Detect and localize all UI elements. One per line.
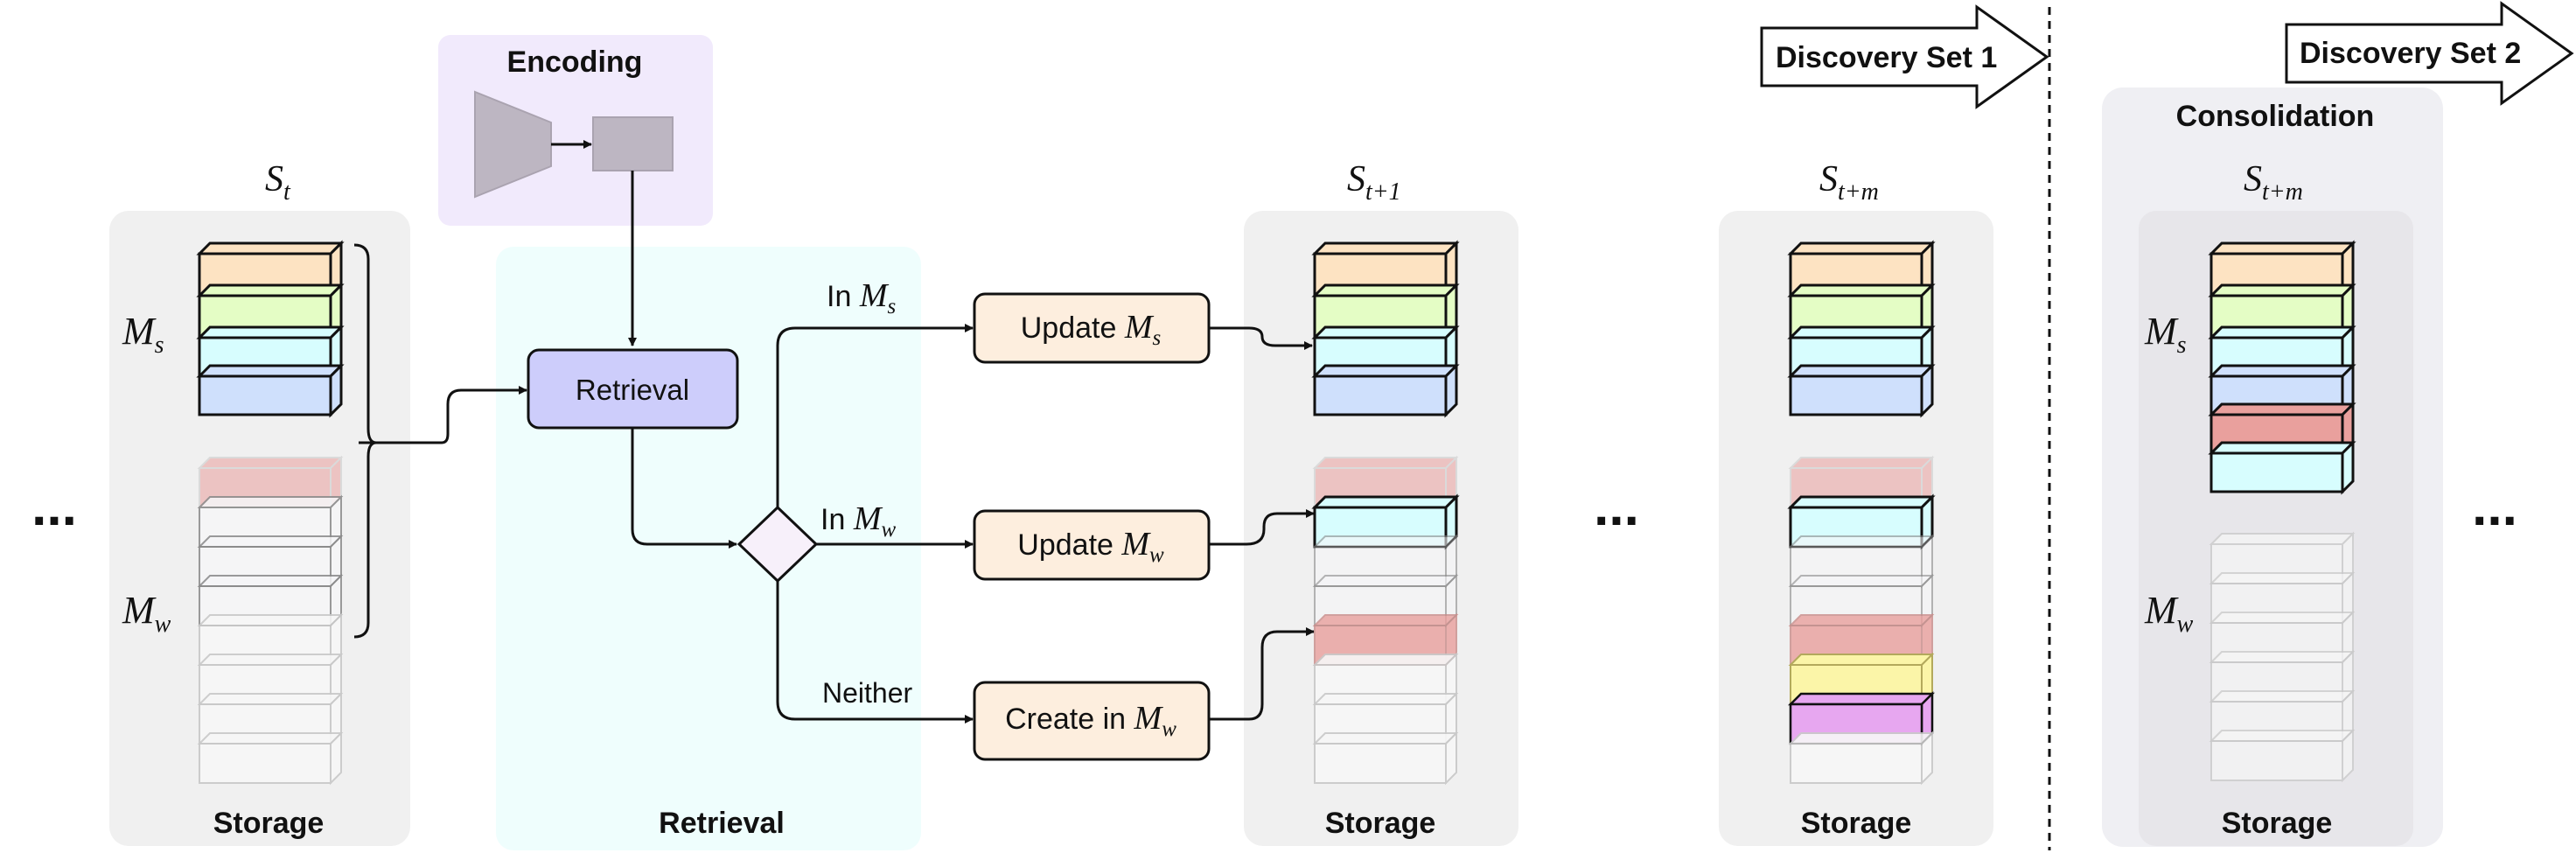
retrieval-button-label: Retrieval [576, 374, 689, 406]
ellipsis-middle: ... [1594, 477, 1639, 537]
label-mw-left: Mw [122, 589, 171, 638]
storage-label-stm: Storage [1801, 807, 1912, 840]
retrieval-region-label: Retrieval [659, 807, 785, 840]
discovery-set-1-label: Discovery Set 1 [1776, 41, 1997, 74]
st-to-retrieval-arrow [359, 386, 527, 444]
create-mw-button[interactable] [973, 681, 1211, 761]
label-mw-consolidated: Mw [2144, 589, 2194, 638]
update-ms-to-stack-arrow [1209, 326, 1313, 350]
discovery-set-2-label: Discovery Set 2 [2300, 37, 2521, 70]
heading-stm: St+m [1819, 159, 1879, 206]
decision-diamond[interactable] [736, 505, 819, 584]
update-ms-button[interactable] [973, 292, 1211, 364]
storage-label-consolidated: Storage [2222, 807, 2333, 840]
encoder-trapezoid [474, 90, 552, 199]
retrieval-button[interactable] [527, 348, 739, 430]
branch-label-neither: Neither [822, 677, 913, 709]
create-mw-label: Create in Mw [1005, 700, 1176, 741]
encoding-title: Encoding [507, 45, 643, 79]
discovery-set-2-arrow [2285, 1, 2574, 106]
branch-label-in-mw: In Mw [820, 500, 896, 542]
cons-empty-slot [2209, 728, 2356, 783]
storage-label-st: Storage [213, 807, 325, 840]
update-mw-label: Update Mw [1017, 526, 1164, 567]
heading-st1: St+1 [1347, 159, 1401, 206]
st-layer-blue [196, 362, 345, 418]
diamond-to-create-arrow [776, 581, 974, 724]
branch-label-in-ms: In Ms [827, 277, 896, 318]
encoder-output-box [592, 116, 674, 171]
heading-stm-consolidated: St+m [2244, 159, 2303, 206]
heading-st: St [265, 159, 291, 206]
consolidation-title: Consolidation [2176, 100, 2375, 133]
st-empty-slot [197, 731, 344, 786]
create-to-stack-arrow [1209, 627, 1315, 721]
label-ms-consolidated: Ms [2144, 310, 2187, 359]
update-mw-button[interactable] [973, 509, 1211, 581]
retrieval-region [496, 247, 921, 850]
ellipsis-left: ... [31, 477, 77, 537]
st1-layer-blue [1311, 362, 1460, 418]
update-ms-label: Update Ms [1021, 309, 1161, 350]
connectors [353, 171, 1315, 724]
cons-layer-cyan-2 [2208, 439, 2356, 495]
st1-empty-slot [1312, 731, 1459, 786]
label-ms-left: Ms [122, 310, 164, 359]
diamond-to-update-ms-arrow [776, 324, 974, 507]
update-mw-to-stack-arrow [1209, 509, 1315, 546]
retrieval-to-diamond-arrow [631, 429, 737, 549]
ellipsis-right: ... [2472, 477, 2517, 537]
stm-layer-blue [1787, 362, 1936, 418]
mw-ms-bracket [353, 243, 377, 639]
stm-empty-slot [1788, 731, 1935, 786]
discovery-set-1-arrow [1760, 4, 2049, 109]
storage-label-st1: Storage [1325, 807, 1436, 840]
cons-empty-slot [2209, 531, 2356, 586]
memory-stacks [196, 240, 2356, 786]
